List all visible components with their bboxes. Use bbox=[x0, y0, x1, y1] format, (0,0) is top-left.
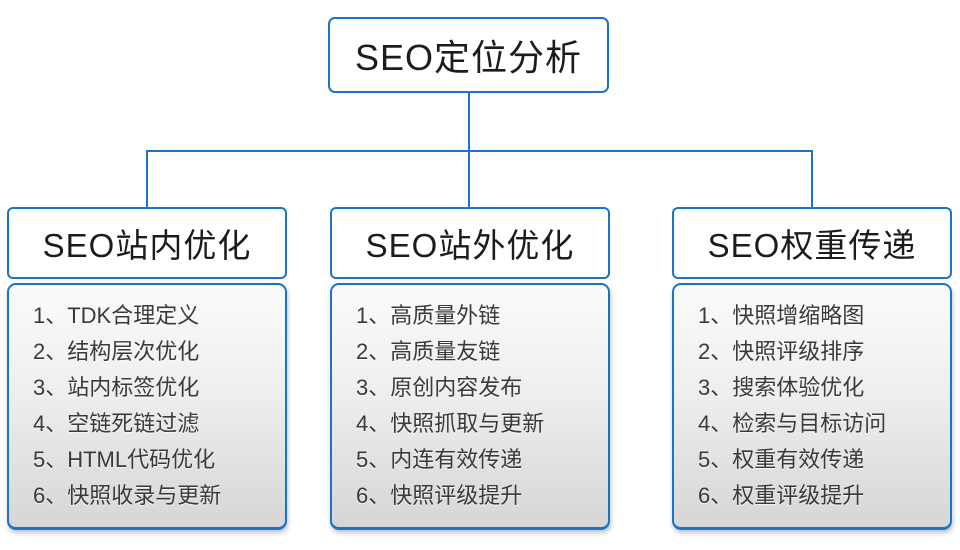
connector-center-drop bbox=[468, 150, 470, 207]
list-item: 3、站内标签优化 bbox=[33, 375, 200, 400]
list-item: 5、权重有效传递 bbox=[698, 447, 865, 472]
column-weight: SEO权重传递 1、快照增缩略图 2、快照评级排序 3、搜索体验优化 4、检索与… bbox=[672, 207, 952, 530]
list-item: 2、高质量友链 bbox=[356, 339, 501, 364]
column-onsite: SEO站内优化 1、TDK合理定义 2、结构层次优化 3、站内标签优化 4、空链… bbox=[7, 207, 287, 530]
list-item: 1、快照增缩略图 bbox=[698, 303, 865, 328]
list-item: 6、快照评级提升 bbox=[356, 483, 523, 508]
column-offsite-title: SEO站外优化 bbox=[365, 227, 575, 264]
column-onsite-panel: 1、TDK合理定义 2、结构层次优化 3、站内标签优化 4、空链死链过滤 5、H… bbox=[7, 283, 287, 530]
list-item: 3、原创内容发布 bbox=[356, 375, 523, 400]
list-item: 5、HTML代码优化 bbox=[33, 447, 216, 472]
root-node: SEO定位分析 bbox=[328, 17, 609, 93]
column-offsite-header: SEO站外优化 bbox=[330, 207, 610, 279]
column-offsite-panel: 1、高质量外链 2、高质量友链 3、原创内容发布 4、快照抓取与更新 5、内连有… bbox=[330, 283, 610, 530]
list-item: 6、权重评级提升 bbox=[698, 483, 865, 508]
column-weight-title: SEO权重传递 bbox=[707, 227, 917, 264]
list-item: 2、快照评级排序 bbox=[698, 339, 865, 364]
list-item: 1、TDK合理定义 bbox=[33, 303, 200, 328]
connector-right-drop bbox=[811, 150, 813, 207]
connector-root-vertical bbox=[468, 93, 470, 151]
column-onsite-title: SEO站内优化 bbox=[42, 227, 252, 264]
column-weight-panel: 1、快照增缩略图 2、快照评级排序 3、搜索体验优化 4、检索与目标访问 5、权… bbox=[672, 283, 952, 530]
list-item: 6、快照收录与更新 bbox=[33, 483, 222, 508]
connector-left-drop bbox=[146, 150, 148, 207]
connector-horizontal bbox=[146, 150, 813, 152]
column-offsite: SEO站外优化 1、高质量外链 2、高质量友链 3、原创内容发布 4、快照抓取与… bbox=[330, 207, 610, 530]
list-item: 2、结构层次优化 bbox=[33, 339, 200, 364]
column-weight-header: SEO权重传递 bbox=[672, 207, 952, 279]
column-onsite-header: SEO站内优化 bbox=[7, 207, 287, 279]
list-item: 1、高质量外链 bbox=[356, 303, 501, 328]
list-item: 4、快照抓取与更新 bbox=[356, 411, 545, 436]
list-item: 5、内连有效传递 bbox=[356, 447, 523, 472]
list-item: 3、搜索体验优化 bbox=[698, 375, 865, 400]
list-item: 4、空链死链过滤 bbox=[33, 411, 200, 436]
list-item: 4、检索与目标访问 bbox=[698, 411, 887, 436]
root-node-title: SEO定位分析 bbox=[354, 37, 583, 78]
